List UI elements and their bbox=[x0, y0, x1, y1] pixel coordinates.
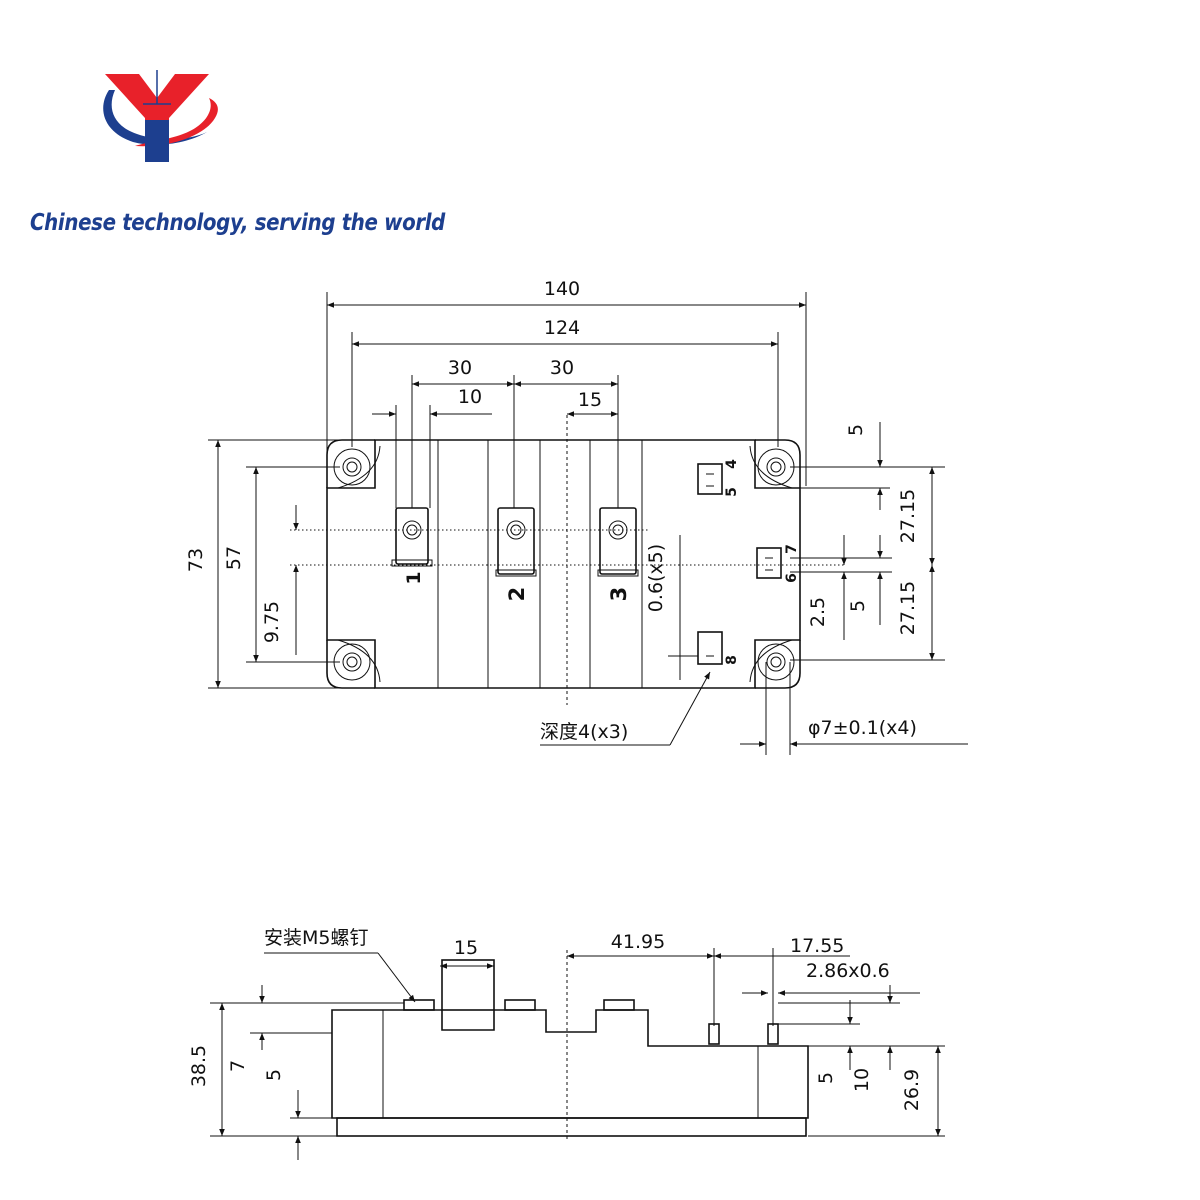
dim-2-5: 2.5 bbox=[807, 597, 829, 627]
screw-note: 安装M5螺钉 bbox=[264, 927, 368, 949]
dim-5-right: 5 bbox=[847, 600, 869, 612]
side-pin-b bbox=[767, 1023, 779, 1045]
side-dim-10: 10 bbox=[851, 1068, 873, 1092]
side-dim-26-9: 26.9 bbox=[901, 1069, 923, 1111]
logo-y-shape bbox=[105, 74, 209, 162]
logo-y-stem bbox=[145, 120, 169, 162]
side-terminal-1 bbox=[403, 999, 435, 1011]
pin-label-4: 4 bbox=[724, 459, 740, 469]
terminal-label-2: 2 bbox=[505, 587, 529, 602]
side-terminal-2 bbox=[504, 999, 536, 1011]
depth-note: 深度4(x3) bbox=[540, 721, 628, 743]
side-dim-41-95: 41.95 bbox=[611, 931, 665, 953]
dim-30-right: 30 bbox=[550, 357, 574, 379]
dim-124: 124 bbox=[544, 317, 580, 339]
dim-57: 57 bbox=[223, 546, 245, 570]
mount-hole-bottom-right bbox=[757, 643, 795, 681]
terminal-1-shape bbox=[391, 507, 433, 567]
dim-73: 73 bbox=[185, 548, 207, 572]
dim-15: 15 bbox=[578, 389, 602, 411]
pin-label-7: 7 bbox=[784, 544, 800, 554]
module-inner-outline bbox=[337, 445, 793, 683]
dim-140: 140 bbox=[544, 278, 580, 300]
hole-note: φ7±0.1(x4) bbox=[808, 717, 917, 739]
company-logo bbox=[103, 70, 218, 162]
dim-0-6: 0.6(x5) bbox=[645, 544, 667, 612]
side-pin-a bbox=[708, 1023, 720, 1045]
terminal-label-3: 3 bbox=[607, 587, 631, 602]
side-terminal-3 bbox=[603, 999, 635, 1011]
control-pins-4-5 bbox=[697, 463, 723, 495]
case-body bbox=[331, 1009, 809, 1119]
dim-27-15-top: 27.15 bbox=[897, 489, 919, 543]
mount-hole-top-right bbox=[757, 448, 795, 486]
top-view: 140 124 30 30 10 15 73 57 9.75 bbox=[185, 278, 968, 755]
terminal-2-shape bbox=[495, 507, 537, 577]
pin-label-6: 6 bbox=[784, 573, 800, 583]
terminal-3-shape bbox=[597, 507, 639, 577]
mount-ear-bottom-right bbox=[755, 640, 801, 689]
dim-27-15-bottom: 27.15 bbox=[897, 581, 919, 635]
dim-10: 10 bbox=[458, 386, 482, 408]
side-dim-5-right: 5 bbox=[815, 1072, 837, 1084]
terminal-block bbox=[441, 959, 495, 1011]
side-dim-17-55: 17.55 bbox=[790, 935, 844, 957]
side-view: 15 41.95 17.55 2.86x0.6 安装M5螺钉 38.5 7 5 bbox=[188, 927, 945, 1160]
control-pins-6-7 bbox=[756, 547, 782, 579]
terminal-label-1: 1 bbox=[403, 571, 425, 584]
dim-5-top: 5 bbox=[845, 424, 867, 436]
pin-label-8: 8 bbox=[724, 655, 740, 665]
side-dim-15: 15 bbox=[454, 937, 478, 959]
control-pin-8 bbox=[697, 631, 723, 665]
logo-red-swoosh bbox=[135, 98, 218, 147]
baseplate bbox=[336, 1117, 807, 1137]
pin-label-5: 5 bbox=[724, 487, 740, 497]
side-dim-pin: 2.86x0.6 bbox=[806, 960, 890, 982]
dim-30-left: 30 bbox=[448, 357, 472, 379]
side-dim-5-left: 5 bbox=[263, 1069, 285, 1081]
side-dim-38-5: 38.5 bbox=[188, 1045, 210, 1087]
dim-9-75: 9.75 bbox=[261, 601, 283, 643]
side-dim-7: 7 bbox=[227, 1060, 249, 1072]
logo-blue-swoosh bbox=[103, 90, 207, 145]
brand-tagline: Chinese technology, serving the world bbox=[30, 210, 446, 236]
mount-ear-top-right bbox=[755, 439, 801, 488]
